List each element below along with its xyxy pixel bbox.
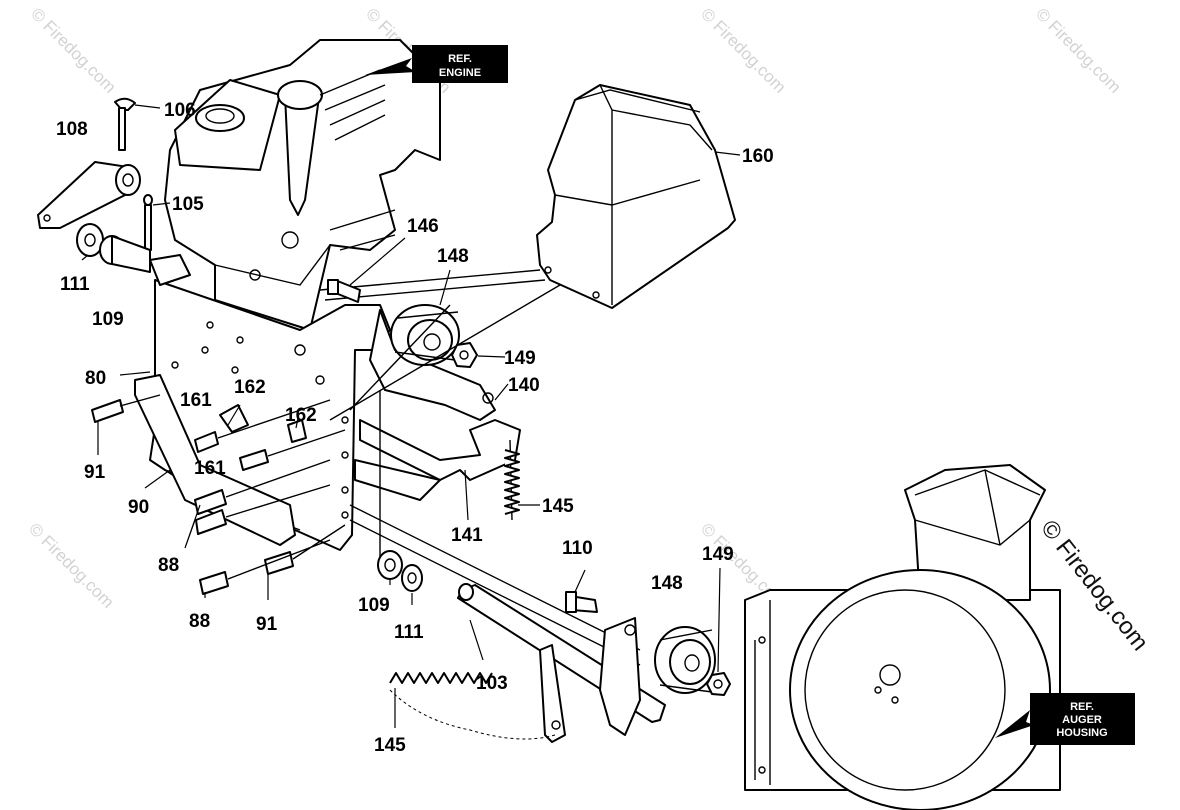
bushing-109-upper — [99, 235, 191, 286]
label-111-lower: 111 — [394, 622, 424, 643]
label-145-upper: 145 — [542, 496, 574, 517]
label-146: 146 — [407, 216, 439, 237]
label-110: 110 — [562, 538, 593, 559]
label-149-lower: 149 — [702, 544, 734, 565]
ref-auger-callout: REF. AUGER HOUSING — [995, 693, 1135, 745]
label-91-upper: 91 — [84, 462, 106, 483]
label-162-lower: 162 — [285, 405, 317, 426]
label-111-upper: 111 — [60, 274, 90, 295]
hardware-left — [91, 394, 346, 595]
label-160: 160 — [742, 146, 774, 167]
belt-cover-160 — [536, 84, 736, 309]
frame-plate-80 — [134, 279, 521, 551]
label-109-upper: 109 — [92, 309, 124, 330]
label-103: 103 — [476, 673, 508, 694]
pin-106 — [114, 97, 136, 151]
label-161-upper: 161 — [180, 390, 212, 411]
label-88-lower: 88 — [189, 611, 210, 632]
ref-auger-line1: REF. — [1070, 701, 1094, 713]
pin-105 — [143, 194, 153, 251]
label-106: 106 — [164, 100, 196, 121]
label-149-upper: 149 — [504, 348, 536, 369]
label-108: 108 — [56, 119, 88, 140]
ref-auger-line2: AUGER — [1062, 714, 1102, 726]
part-labels: 106 108 105 160 146 148 111 109 149 80 1… — [56, 100, 774, 756]
spring-145-upper — [504, 439, 520, 521]
ref-engine-line2: ENGINE — [439, 67, 481, 79]
label-148-lower: 148 — [651, 573, 683, 594]
label-105: 105 — [172, 194, 204, 215]
bolt-146 — [327, 279, 361, 303]
label-161-lower: 161 — [194, 458, 226, 479]
rod-108 — [37, 161, 141, 229]
auger-housing — [744, 464, 1061, 810]
ref-auger-line3: HOUSING — [1056, 727, 1107, 739]
label-141: 141 — [451, 525, 483, 546]
ref-engine-line1: REF. — [448, 53, 472, 65]
lower-assembly — [377, 550, 731, 743]
label-88-upper: 88 — [158, 555, 179, 576]
belt-path — [319, 269, 641, 666]
label-162-upper: 162 — [234, 377, 266, 398]
label-109-lower: 109 — [358, 595, 390, 616]
label-148-upper: 148 — [437, 246, 469, 267]
ref-engine-callout: REF. ENGINE — [365, 45, 508, 83]
label-145-lower: 145 — [374, 735, 406, 756]
label-140: 140 — [508, 375, 540, 396]
watermark: © Firedog.com — [25, 519, 117, 611]
watermark: © Firedog.com — [27, 4, 119, 96]
leader-lines — [81, 104, 741, 728]
label-91-lower: 91 — [256, 614, 278, 635]
watermark: © Firedog.com — [697, 4, 789, 96]
nut-149-upper — [451, 342, 478, 368]
engine-assembly — [164, 39, 441, 331]
watermark: © Firedog.com — [1032, 4, 1124, 96]
label-80: 80 — [85, 368, 106, 389]
label-90: 90 — [128, 497, 149, 518]
